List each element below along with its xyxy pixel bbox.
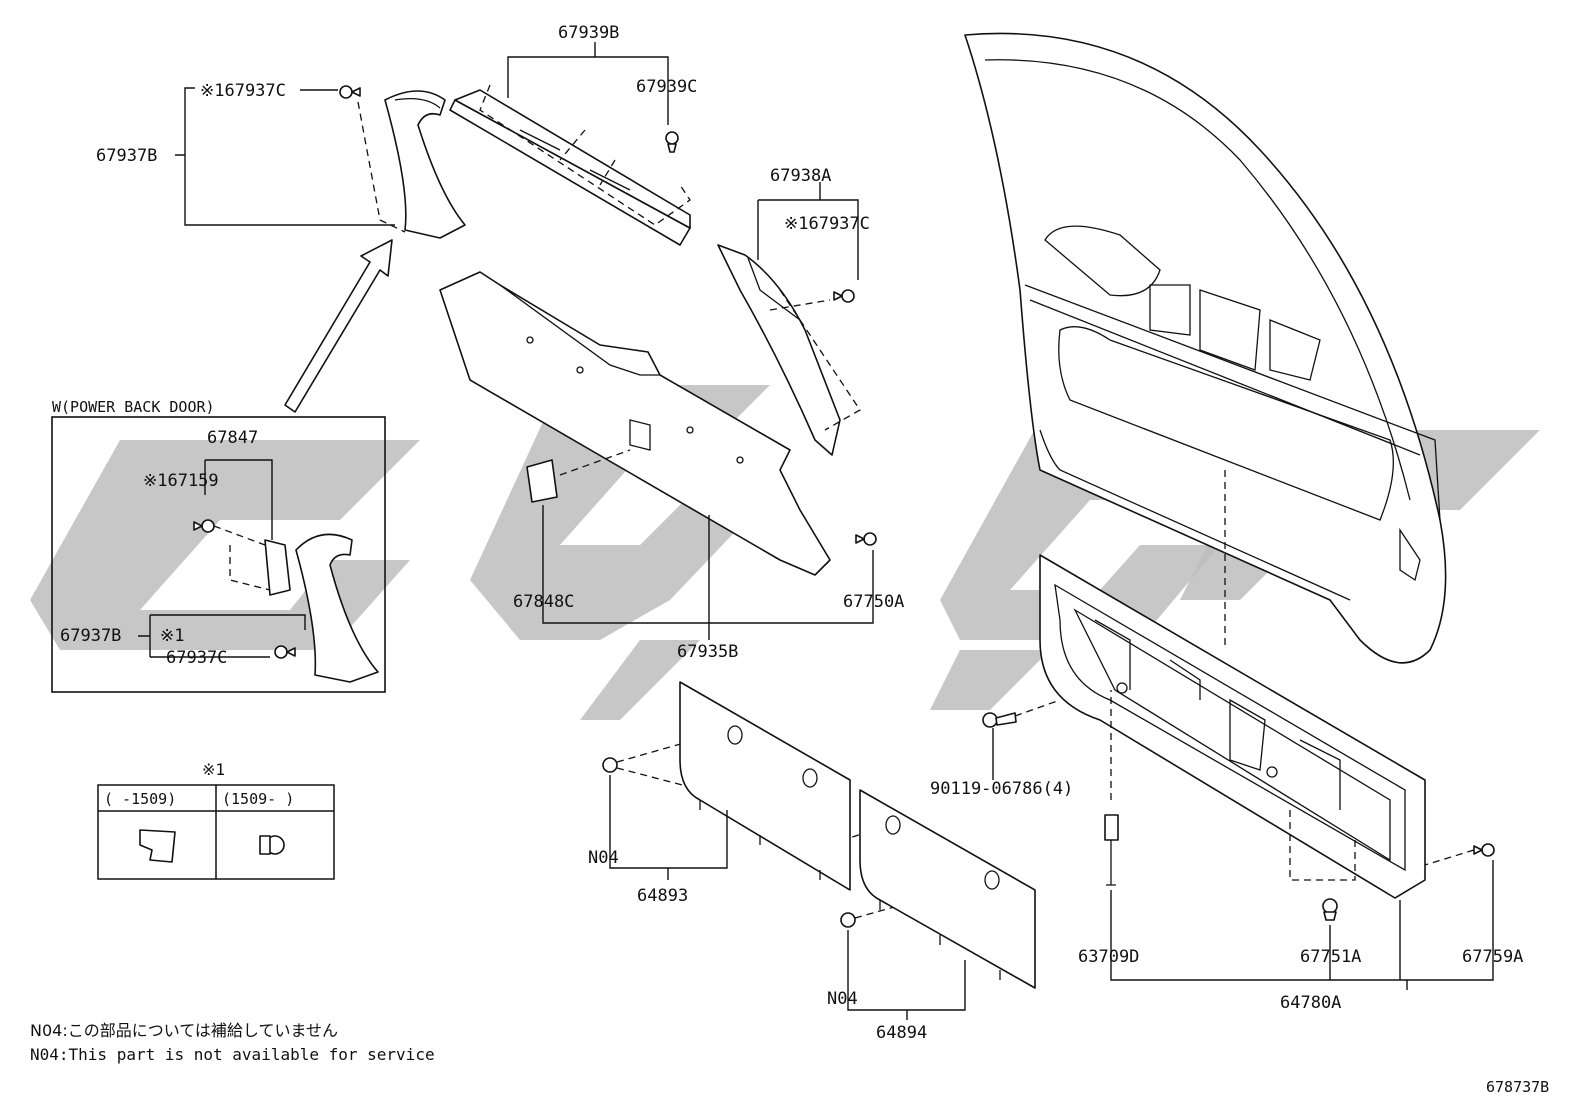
legend-col1: ( -1509) [104, 790, 176, 808]
center-trim [439, 271, 831, 576]
label-67847: 67847 [207, 428, 258, 448]
label-67939B: 67939B [558, 23, 619, 43]
label-N04-a: N04 [588, 848, 619, 868]
label-63709D: 63709D [1078, 947, 1139, 967]
leader-lines [138, 42, 1494, 1020]
label-67937C-inset: 67937C [166, 648, 227, 668]
catalog-code: 678737B [1486, 1078, 1549, 1096]
clip-67939C [665, 131, 679, 153]
label-67759A: 67759A [1462, 947, 1523, 967]
label-67939C: 67939C [636, 77, 697, 97]
label-mark-inset: ※1 [160, 626, 184, 646]
upper-garnish [449, 84, 691, 246]
cover-panel-64894 [859, 789, 1036, 989]
label-67159: ※167159 [143, 471, 219, 491]
label-67848C: 67848C [513, 592, 574, 612]
inset-title: W(POWER BACK DOOR) [52, 398, 215, 416]
label-64893: 64893 [637, 886, 688, 906]
label-67937C-right: ※167937C [784, 214, 870, 234]
bolt-90119 [982, 699, 1061, 728]
label-90119: 90119-06786(4) [930, 779, 1073, 799]
cap-part [526, 449, 631, 503]
legend-title: ※1 [202, 760, 225, 779]
right-pillar-trim [717, 244, 861, 456]
clip-67750A [855, 532, 877, 546]
note-japanese: N04:この部品については補給していません [30, 1021, 338, 1040]
back-door-body [964, 32, 1447, 664]
label-67751A: 67751A [1300, 947, 1361, 967]
connector-63709D [1104, 690, 1119, 886]
clip-67759A [1424, 843, 1495, 866]
label-N04-b: N04 [827, 989, 858, 1009]
clip-67937C-top [339, 85, 361, 99]
inset-box [51, 416, 386, 693]
part-labels: 67939B 67939C ※167937C 67937B 67938A ※16… [60, 23, 1523, 1043]
clip-67751A [1322, 898, 1338, 921]
pillar-trim-top [357, 90, 466, 239]
cover-panel-64893 [679, 681, 851, 891]
label-64780A: 64780A [1280, 993, 1341, 1013]
note-english: N04:This part is not available for servi… [30, 1045, 435, 1064]
pointer-arrow [284, 239, 393, 413]
label-67938A: 67938A [770, 166, 831, 186]
legend-table [97, 784, 335, 880]
legend-col2: (1509- ) [222, 790, 294, 808]
label-64894: 64894 [876, 1023, 927, 1043]
label-67937B-inset: 67937B [60, 626, 121, 646]
label-67937C-top: ※167937C [200, 81, 286, 101]
label-67937B-top: 67937B [96, 146, 157, 166]
label-67750A: 67750A [843, 592, 904, 612]
clip-67937C-right [833, 289, 855, 303]
door-trim-board [1039, 554, 1426, 899]
label-67935B: 67935B [677, 642, 738, 662]
